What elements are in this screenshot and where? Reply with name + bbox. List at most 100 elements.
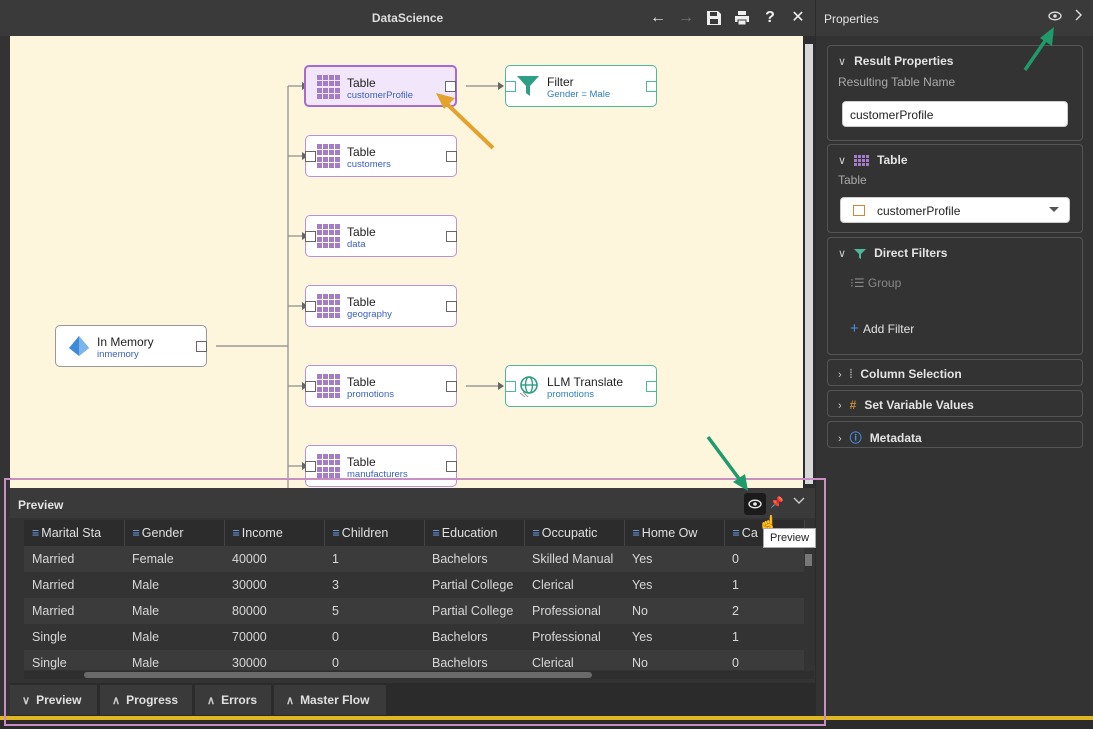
node-table-manufacturers[interactable]: Table manufacturers bbox=[305, 445, 457, 487]
node-subtitle: customerProfile bbox=[347, 90, 413, 101]
column-header[interactable]: ≡Gender bbox=[124, 520, 225, 546]
chevron-right-icon: › bbox=[838, 400, 842, 412]
column-type-icon: ≡ bbox=[32, 526, 40, 540]
scrollbar-thumb[interactable] bbox=[805, 554, 812, 566]
output-port[interactable] bbox=[446, 231, 457, 242]
tab-errors[interactable]: ∧Errors bbox=[195, 685, 271, 715]
section-header[interactable]: ∨Table bbox=[838, 153, 908, 167]
section-header[interactable]: ∨Direct Filters bbox=[838, 246, 948, 260]
input-port[interactable] bbox=[305, 461, 316, 472]
eye-icon[interactable] bbox=[1048, 9, 1062, 26]
section-header[interactable]: ∨Result Properties bbox=[838, 54, 954, 68]
scrollbar-thumb[interactable] bbox=[805, 44, 813, 484]
eye-icon[interactable] bbox=[744, 493, 766, 515]
output-port[interactable] bbox=[646, 381, 657, 392]
section-header[interactable]: ›⦙Column Selection bbox=[838, 367, 962, 381]
node-in-memory[interactable]: In Memory inmemory bbox=[55, 325, 207, 367]
forward-arrow-icon[interactable]: → bbox=[678, 9, 694, 26]
tab-progress[interactable]: ∧Progress bbox=[100, 685, 192, 715]
node-llm-translate[interactable]: LLM Translate promotions bbox=[505, 365, 657, 407]
column-header[interactable]: ≡Children bbox=[324, 520, 425, 546]
node-table-customers[interactable]: Table customers bbox=[305, 135, 457, 177]
tab-preview[interactable]: ∨Preview bbox=[10, 685, 97, 715]
node-table-promotions[interactable]: Table promotions bbox=[305, 365, 457, 407]
back-arrow-icon[interactable]: ← bbox=[650, 9, 666, 26]
column-header[interactable]: ≡Income bbox=[224, 520, 325, 546]
column-header[interactable]: ≡Occupatic bbox=[524, 520, 625, 546]
resulting-table-name-input[interactable]: customerProfile bbox=[842, 101, 1068, 127]
node-title: Table bbox=[347, 145, 376, 159]
tab-master-flow[interactable]: ∧Master Flow bbox=[274, 685, 386, 715]
table-cell: Male bbox=[124, 650, 224, 670]
table-grid-icon bbox=[317, 144, 341, 168]
table-cell: Yes bbox=[624, 572, 724, 598]
database-diamond-icon bbox=[69, 336, 89, 356]
output-port[interactable] bbox=[196, 341, 207, 352]
pin-icon[interactable]: 📌 bbox=[770, 497, 784, 509]
section-header[interactable]: ›#Set Variable Values bbox=[838, 398, 974, 412]
column-header[interactable]: ≡Marital Sta bbox=[24, 520, 125, 546]
input-port[interactable] bbox=[305, 301, 316, 312]
input-port[interactable] bbox=[305, 381, 316, 392]
node-table-data[interactable]: Table data bbox=[305, 215, 457, 257]
table-cell: Yes bbox=[624, 624, 724, 650]
input-port[interactable] bbox=[305, 231, 316, 242]
node-filter[interactable]: Filter Gender = Male bbox=[505, 65, 657, 107]
table-cell: 1 bbox=[724, 624, 804, 650]
canvas-vertical-scrollbar[interactable] bbox=[803, 36, 815, 488]
node-title: Table bbox=[347, 295, 376, 309]
set-variable-values-section[interactable]: ›#Set Variable Values bbox=[827, 390, 1083, 417]
table-cell: No bbox=[624, 598, 724, 624]
table-vertical-scrollbar[interactable] bbox=[804, 548, 814, 668]
output-port[interactable] bbox=[446, 301, 457, 312]
group-button[interactable]: ⁝☰ Group bbox=[850, 276, 902, 290]
column-selection-section[interactable]: ›⦙Column Selection bbox=[827, 359, 1083, 386]
column-header[interactable]: ≡Home Ow bbox=[624, 520, 725, 546]
column-type-icon: ≡ bbox=[732, 526, 740, 540]
input-port[interactable] bbox=[505, 81, 516, 92]
input-port[interactable] bbox=[505, 381, 516, 392]
column-header[interactable]: ≡Education bbox=[424, 520, 525, 546]
close-icon[interactable]: ✕ bbox=[791, 9, 805, 26]
print-icon[interactable] bbox=[732, 8, 752, 28]
table-cell: Bachelors bbox=[424, 546, 524, 572]
save-icon[interactable] bbox=[704, 8, 724, 28]
table-cell: 30000 bbox=[224, 650, 324, 670]
plus-icon: + bbox=[850, 320, 863, 337]
add-filter-button[interactable]: + Add Filter bbox=[850, 320, 915, 337]
input-port[interactable] bbox=[305, 151, 316, 162]
globe-icon bbox=[519, 376, 538, 398]
table-select[interactable]: customerProfile bbox=[840, 197, 1070, 223]
node-table-geography[interactable]: Table geography bbox=[305, 285, 457, 327]
flow-window: DataScience ← → ? ✕ bbox=[10, 0, 815, 716]
node-title: Table bbox=[347, 375, 376, 389]
table-cell: 1 bbox=[724, 572, 804, 598]
scrollbar-thumb[interactable] bbox=[84, 672, 592, 678]
output-port[interactable] bbox=[446, 381, 457, 392]
chevron-right-icon[interactable] bbox=[1074, 9, 1084, 24]
table-horizontal-scrollbar[interactable] bbox=[24, 671, 814, 679]
node-subtitle: data bbox=[347, 239, 366, 250]
chevron-down-icon[interactable] bbox=[793, 496, 805, 509]
chevron-up-icon: ∧ bbox=[112, 695, 121, 707]
output-port[interactable] bbox=[445, 81, 456, 92]
node-table-customerprofile[interactable]: Table customerProfile bbox=[304, 65, 457, 107]
table-cell: 0 bbox=[324, 624, 424, 650]
table-header-row: ≡Marital Sta ≡Gender ≡Income ≡Children ≡… bbox=[24, 520, 805, 546]
preview-tooltip: Preview bbox=[763, 528, 817, 548]
output-port[interactable] bbox=[446, 461, 457, 472]
table-section: ∨Table Table customerProfile bbox=[827, 144, 1083, 233]
output-port[interactable] bbox=[646, 81, 657, 92]
output-port[interactable] bbox=[446, 151, 457, 162]
flow-canvas[interactable]: In Memory inmemory Table customerProfile… bbox=[10, 36, 803, 488]
table-cell: 40000 bbox=[224, 546, 324, 572]
help-icon[interactable]: ? bbox=[765, 9, 775, 26]
table-cell: Female bbox=[124, 546, 224, 572]
